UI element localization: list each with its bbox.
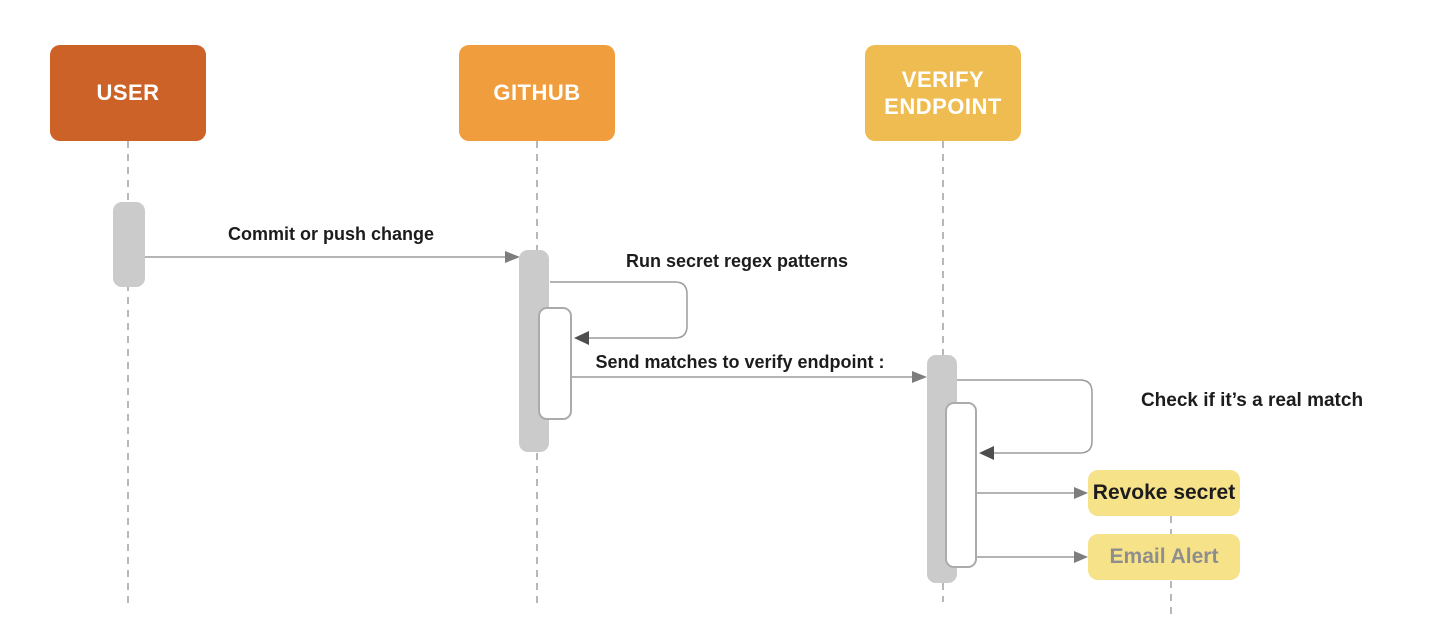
actor-box-user: USER [50,45,206,141]
activation-verify-nested [945,402,977,568]
self-loop-github [550,281,688,339]
note-email-alert-label: Email Alert [1109,545,1219,568]
self-loop-github-head [574,331,589,345]
note-revoke-secret: Revoke secret [1088,470,1240,516]
message-label-send-matches: Send matches to verify endpoint : [595,352,885,372]
message-label-check-match: Check if it’s a real match [1140,390,1364,411]
actor-box-github: GITHUB [459,45,615,141]
self-loop-verify-head [979,446,994,460]
actor-label-verify-endpoint: VERIFY ENDPOINT [884,66,1002,120]
actor-label-user: USER [96,80,160,106]
activation-user [113,202,145,287]
message-label-run-regex: Run secret regex patterns [625,251,849,271]
note-email-alert: Email Alert [1088,534,1240,580]
arrow-email-head [1074,551,1088,563]
arrow-send-head [912,371,927,383]
self-loop-verify [957,379,1093,454]
actor-label-github: GITHUB [493,80,581,106]
actor-box-verify-endpoint: VERIFY ENDPOINT [865,45,1021,141]
activation-github-nested [538,307,572,420]
arrow-revoke-head [1074,487,1088,499]
arrow-commit-head [505,251,520,263]
message-label-commit: Commit or push change [227,224,434,244]
note-revoke-secret-label: Revoke secret [1092,481,1236,504]
